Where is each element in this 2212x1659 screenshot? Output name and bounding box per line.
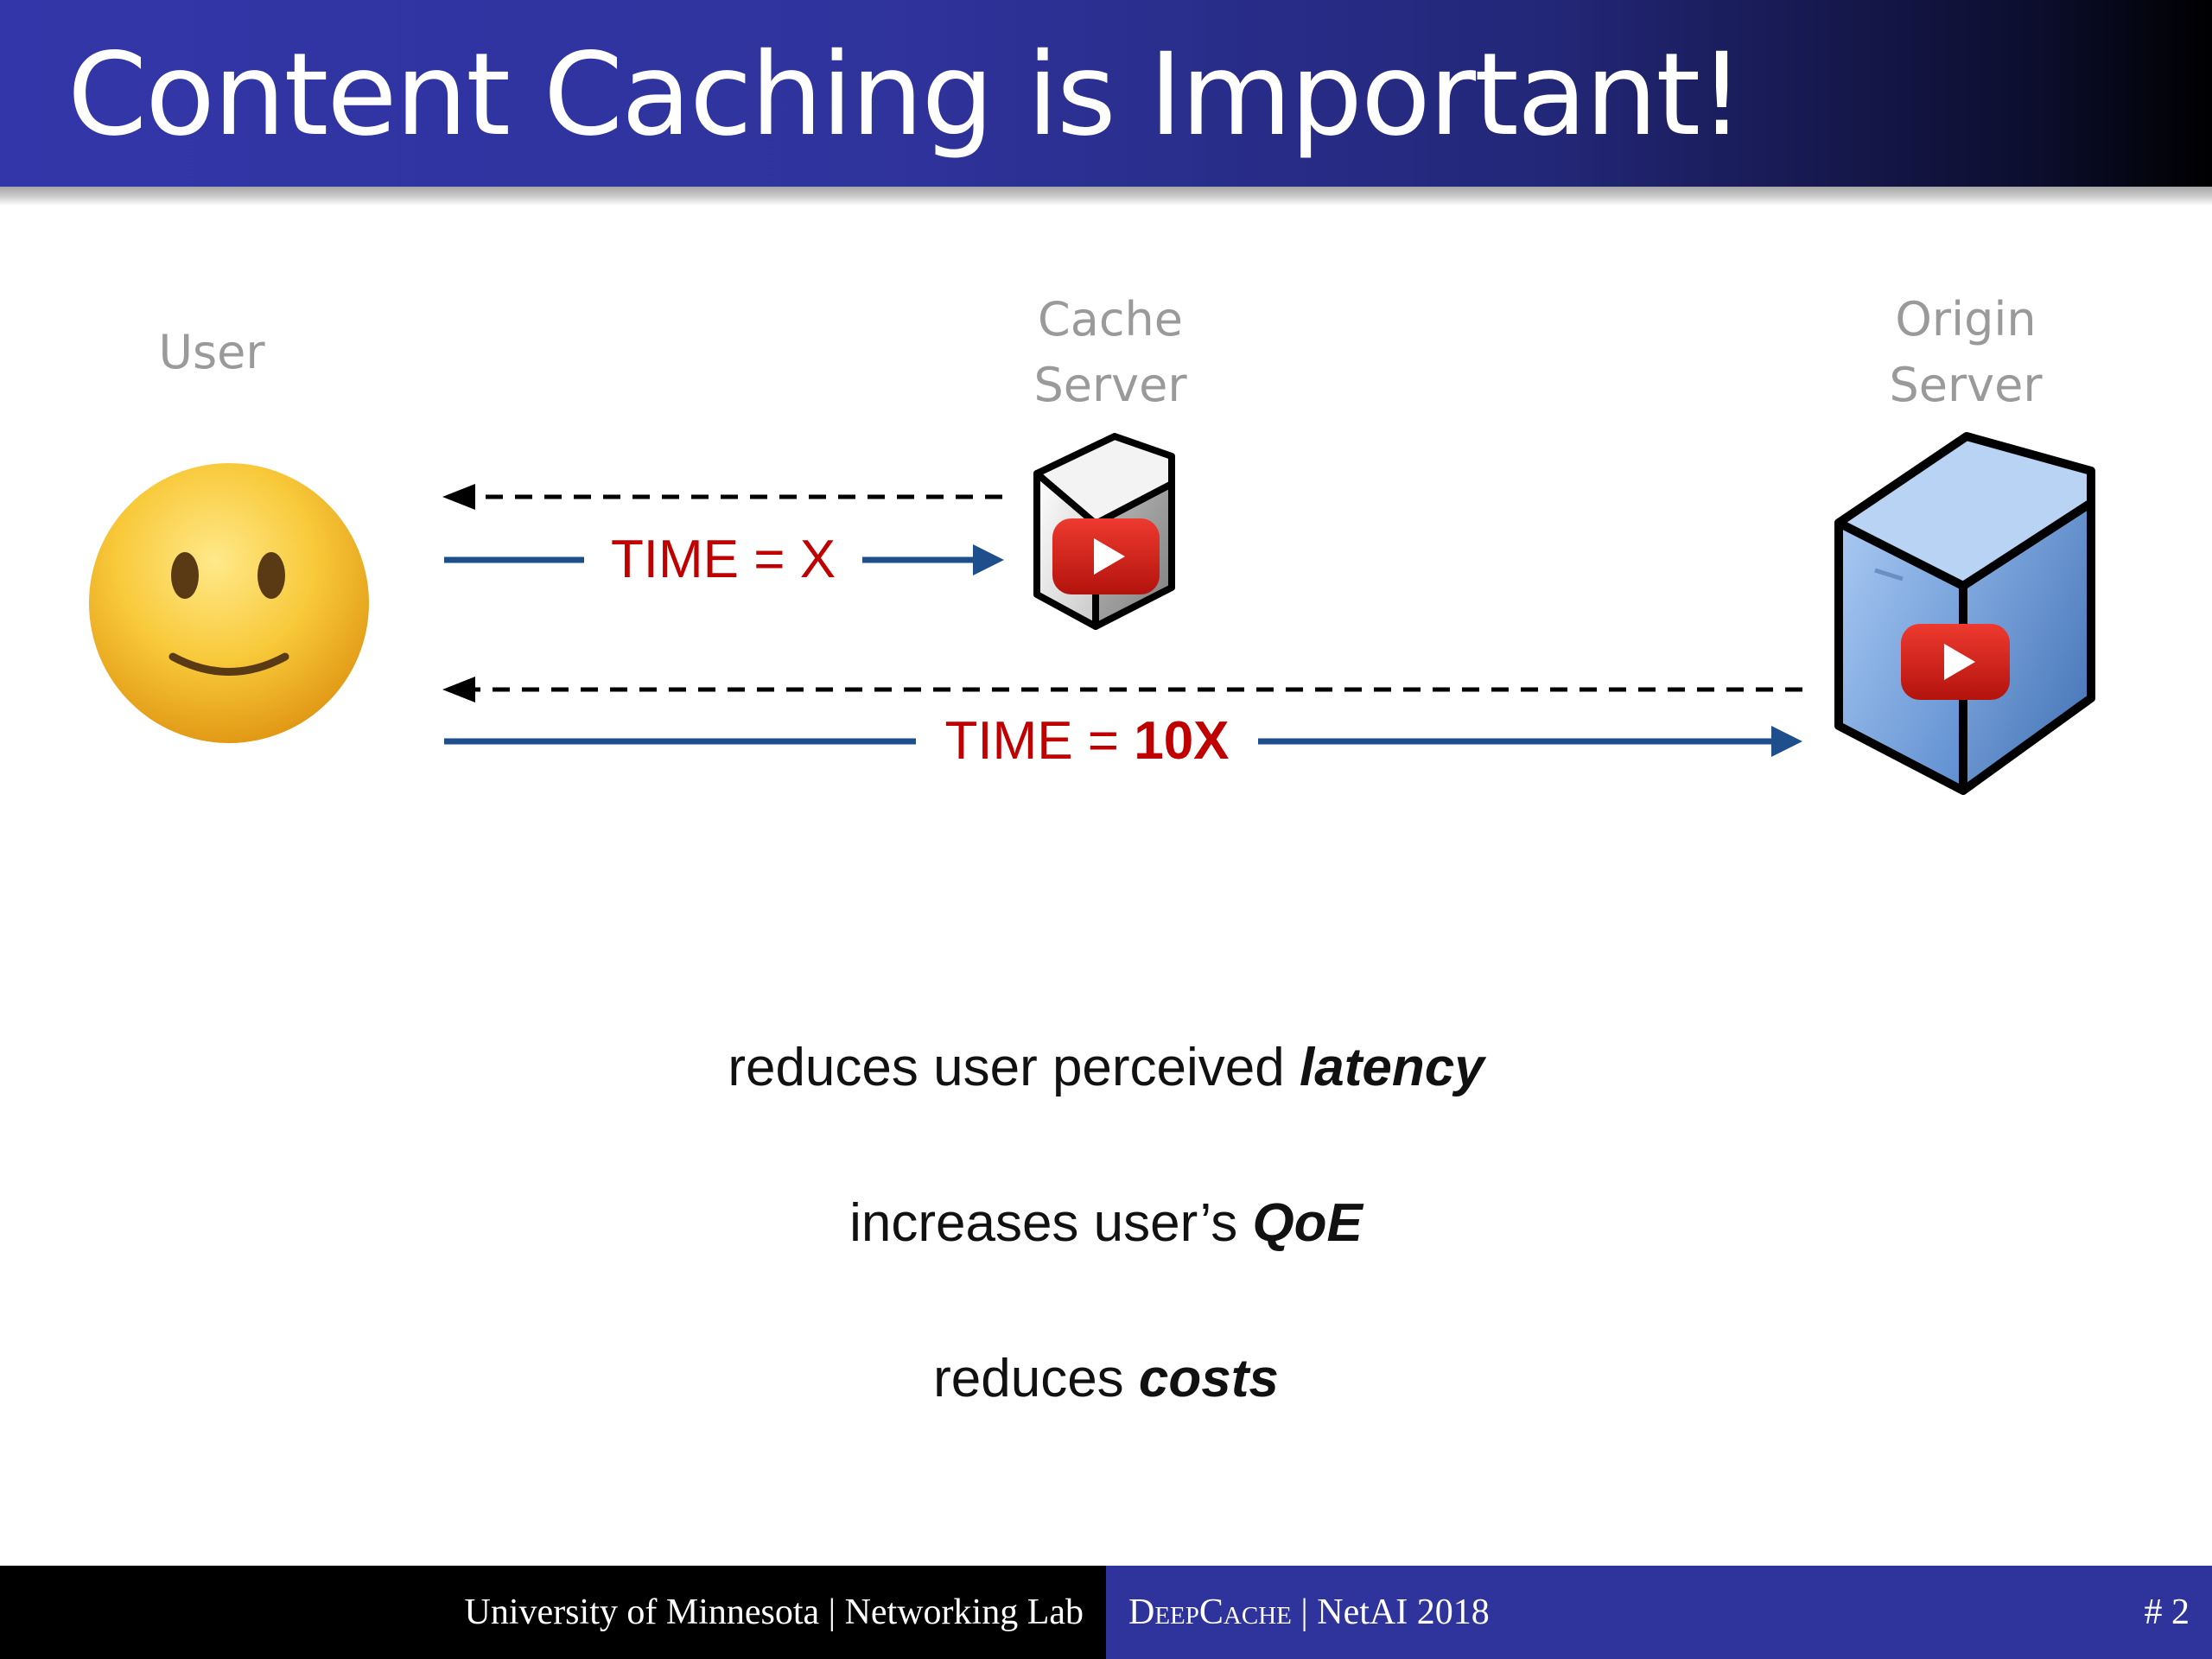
caching-diagram	[89, 432, 2095, 795]
footer-institution-text: University of Minnesota | Networking Lab	[464, 1592, 1084, 1632]
footer-project: DeepCache | NetAI 2018 # 2	[1106, 1566, 2212, 1659]
cache-request-arrow	[444, 544, 1004, 575]
title-bar	[0, 0, 2212, 187]
benefit-qoe-text: increases user’s	[849, 1193, 1253, 1253]
origin-server-label: Origin Server	[1858, 287, 2074, 418]
footer-institution: University of Minnesota | Networking Lab	[0, 1566, 1106, 1659]
origin-time-label: TIME = 10X	[916, 711, 1258, 772]
origin-server-label-line2: Server	[1889, 358, 2043, 412]
benefit-costs-text: reduces	[933, 1349, 1139, 1408]
smiley-face-icon	[89, 463, 369, 743]
cache-response-arrow	[442, 484, 1002, 510]
benefit-qoe: increases user’s QoE	[0, 1189, 2212, 1258]
cache-server-icon	[1033, 433, 1175, 630]
benefit-costs-emphasis: costs	[1138, 1349, 1279, 1408]
benefit-latency: reduces user perceived latency	[0, 1033, 2212, 1103]
slide-title: Content Caching is Important!	[67, 29, 1745, 162]
cache-server-label-line2: Server	[1033, 358, 1187, 412]
origin-server-label-line1: Origin	[1895, 292, 2037, 346]
cache-time-prefix: TIME =	[610, 530, 800, 589]
cache-time-value: X	[799, 530, 836, 589]
user-label: User	[130, 320, 294, 385]
cache-server-label: Cache Server	[1002, 287, 1218, 418]
footer-project-name: DeepCache	[1128, 1592, 1292, 1632]
origin-response-arrow	[442, 677, 1802, 702]
origin-request-arrow	[444, 726, 1802, 757]
origin-server-icon	[1834, 432, 2095, 795]
user-label-text: User	[158, 325, 265, 379]
cache-server-label-line1: Cache	[1038, 292, 1183, 346]
cache-time-label: TIME = X	[584, 530, 862, 590]
origin-time-prefix: TIME =	[944, 711, 1135, 771]
youtube-play-icon	[1052, 518, 1160, 594]
page-number: # 2	[2144, 1592, 2190, 1632]
benefit-qoe-emphasis: QoE	[1252, 1193, 1363, 1253]
benefit-costs: reduces costs	[0, 1344, 2212, 1414]
title-bar-shadow	[0, 187, 2212, 206]
benefit-latency-text: reduces user perceived	[728, 1038, 1300, 1097]
origin-time-value: 10X	[1134, 711, 1230, 771]
benefit-latency-emphasis: latency	[1300, 1038, 1484, 1097]
youtube-play-icon	[1901, 624, 2010, 700]
footer-venue: | NetAI 2018	[1291, 1592, 1490, 1632]
